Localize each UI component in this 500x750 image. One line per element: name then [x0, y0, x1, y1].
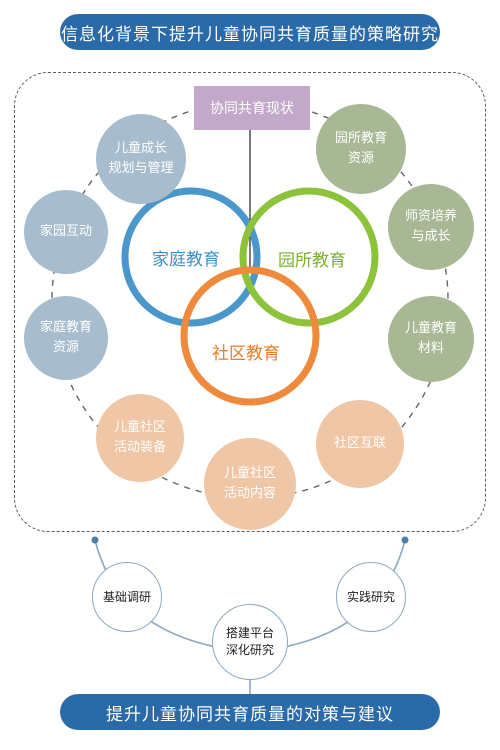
- node-teacher-training: 师资培养 与成长: [388, 184, 474, 270]
- ring-label-community: 社区教育: [212, 344, 280, 364]
- ring-family: [121, 187, 261, 327]
- title-banner: 信息化背景下提升儿童协同共育质量的策略研究: [60, 14, 440, 50]
- ring-label-school: 园所教育: [278, 251, 346, 271]
- arc-dot-right: [401, 536, 409, 544]
- node-school-education-resources: 园所教育 资源: [316, 104, 406, 194]
- node-child-education-materials: 儿童教育 材料: [388, 296, 474, 382]
- node-growth-planning: 儿童成长 规划与管理: [96, 114, 186, 204]
- step-platform-research: 搭建平台 深化研究: [212, 604, 288, 680]
- ring-school: [239, 187, 379, 327]
- ring-label-family: 家庭教育: [152, 250, 220, 270]
- conclusion-banner: 提升儿童协同共育质量的对策与建议: [60, 694, 440, 730]
- arc-dot-left: [91, 536, 99, 544]
- ring-community: [180, 266, 320, 406]
- node-community-activity-equipment: 儿童社区 活动装备: [96, 394, 184, 482]
- node-community-connection: 社区互联: [316, 400, 404, 488]
- node-community-activity-content: 儿童社区 活动内容: [204, 438, 296, 530]
- step-practice-research: 实践研究: [336, 562, 406, 632]
- current-status-box: 协同共育现状: [194, 86, 310, 130]
- step-basic-research: 基础调研: [92, 562, 162, 632]
- node-family-education-resources: 家庭教育 资源: [24, 296, 108, 380]
- node-home-school-interaction: 家园互动: [24, 190, 108, 274]
- dashed-frame: [14, 72, 486, 532]
